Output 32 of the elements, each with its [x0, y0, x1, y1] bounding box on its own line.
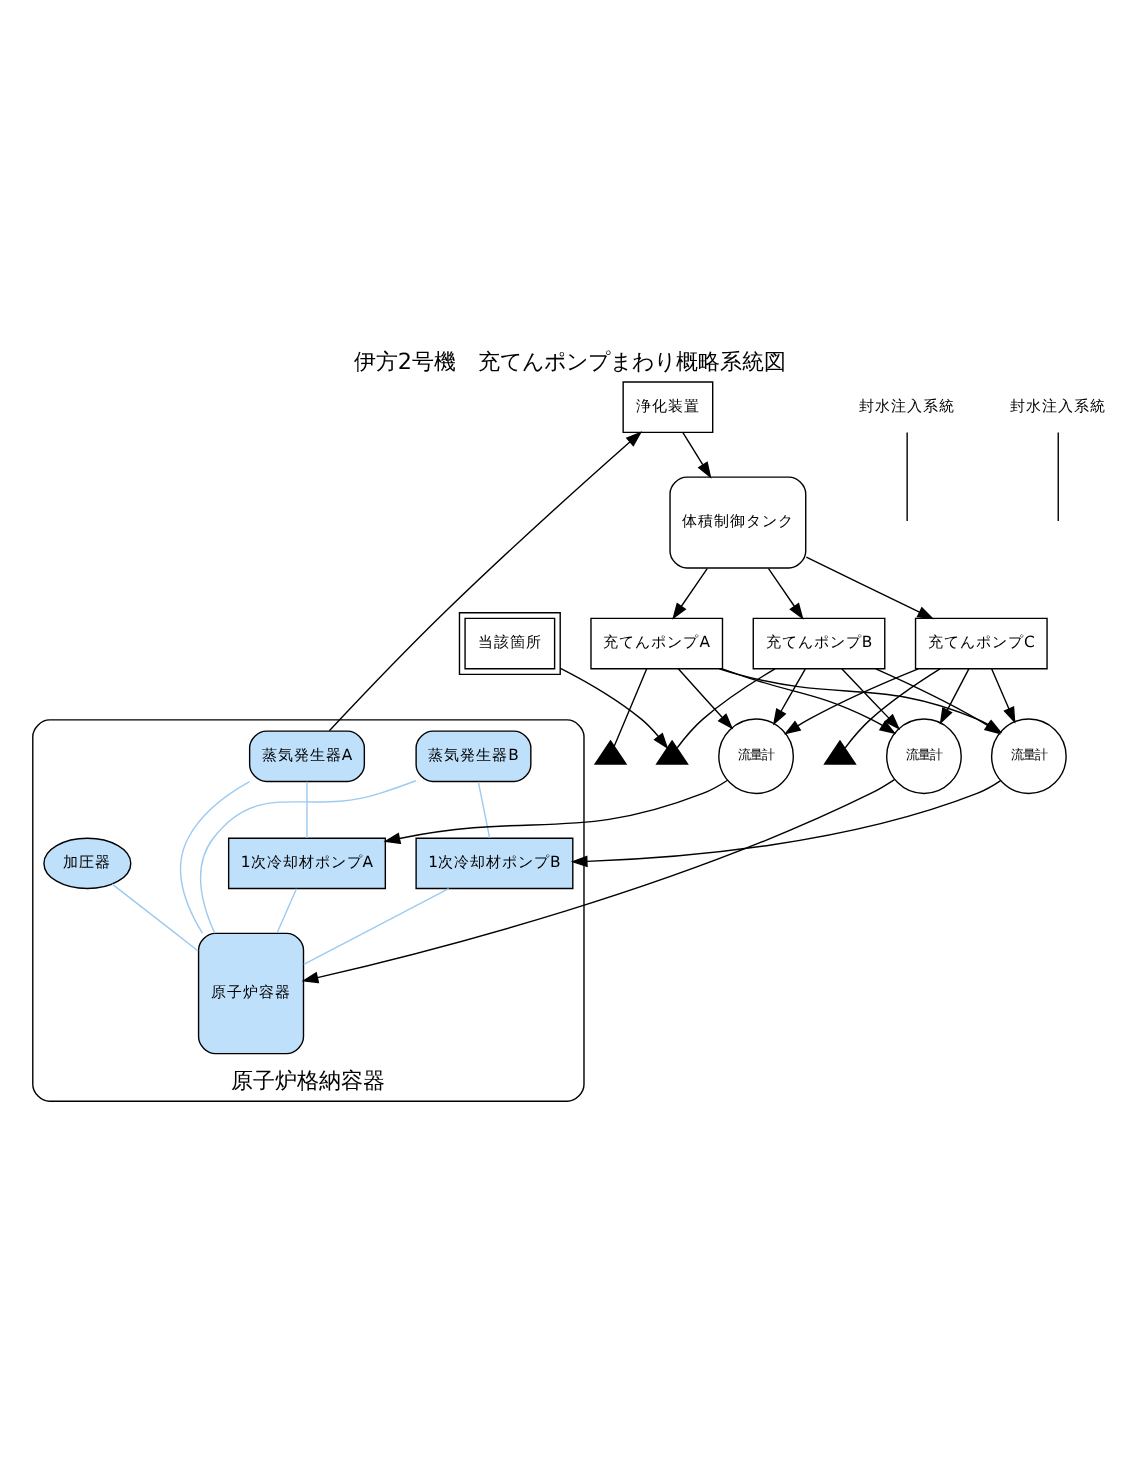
connector [111, 883, 199, 952]
connector [613, 668, 648, 747]
arrow [677, 668, 734, 730]
diagram-title: 伊方2号機 充てんポンプまわり概略系統図 [353, 349, 787, 376]
arrow [559, 667, 669, 750]
node-valve [593, 739, 628, 765]
node-valve [823, 739, 857, 765]
arrow [772, 668, 807, 726]
connector [906, 431, 908, 522]
arrow [672, 567, 708, 620]
arrow [328, 431, 643, 732]
arrow [383, 779, 729, 845]
connector [477, 781, 491, 839]
connector [276, 888, 298, 934]
connector [200, 780, 417, 934]
arrow [990, 668, 1016, 724]
node-valve [655, 739, 689, 765]
connector [303, 888, 450, 966]
arrow [767, 567, 804, 620]
connector [676, 668, 776, 749]
arrow [682, 431, 712, 479]
connector [306, 781, 308, 839]
arrow [841, 668, 901, 730]
connector [179, 781, 251, 934]
connector [844, 668, 941, 749]
connector [1057, 431, 1059, 522]
arrow [301, 778, 896, 984]
arrow [939, 668, 970, 725]
arrow [721, 668, 897, 735]
arrow [805, 556, 935, 620]
arrow [570, 779, 1002, 868]
arrow [784, 668, 919, 735]
